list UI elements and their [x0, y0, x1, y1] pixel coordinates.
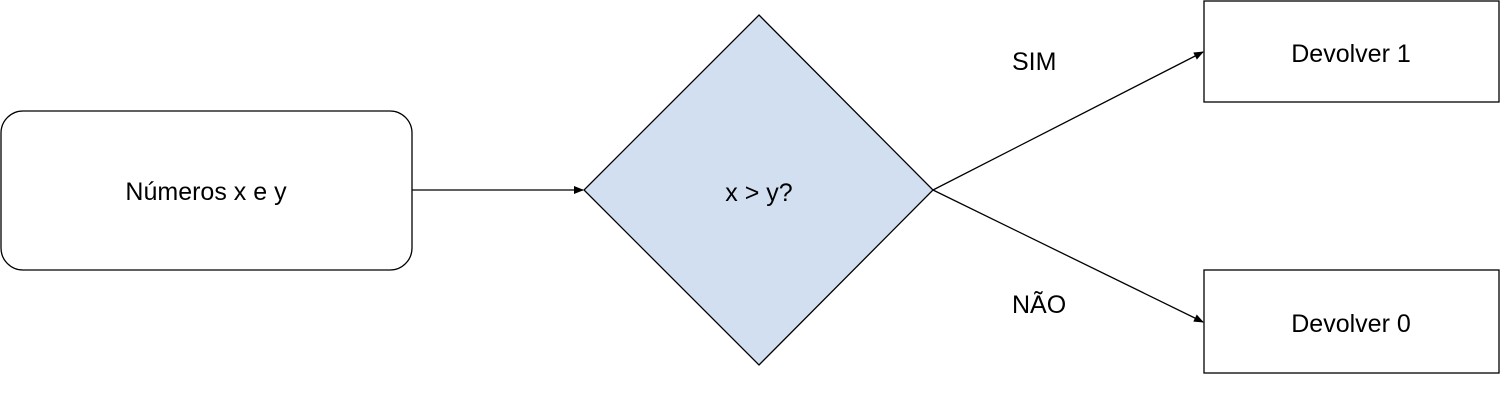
yes-arrow — [932, 51, 1204, 191]
decision-node-shape — [583, 14, 934, 366]
no-result-node-shape — [1203, 269, 1500, 374]
yes-result-node-label: Devolver 1 — [1291, 40, 1411, 68]
decision-node: x > y? — [583, 14, 934, 366]
yes-result-node: Devolver 1 — [1203, 0, 1500, 103]
no-result-node: Devolver 0 — [1203, 269, 1500, 374]
no-result-node-label: Devolver 0 — [1291, 310, 1411, 338]
start-node: Números x e y — [0, 110, 413, 271]
start-node-label: Números x e y — [125, 178, 287, 206]
yes-result-node-shape — [1203, 0, 1500, 103]
no-edge-label: NÃO — [1012, 290, 1066, 319]
no-arrow — [932, 189, 1204, 323]
yes-edge-label: SIM — [1012, 48, 1056, 76]
decision-node-label: x > y? — [725, 179, 792, 207]
